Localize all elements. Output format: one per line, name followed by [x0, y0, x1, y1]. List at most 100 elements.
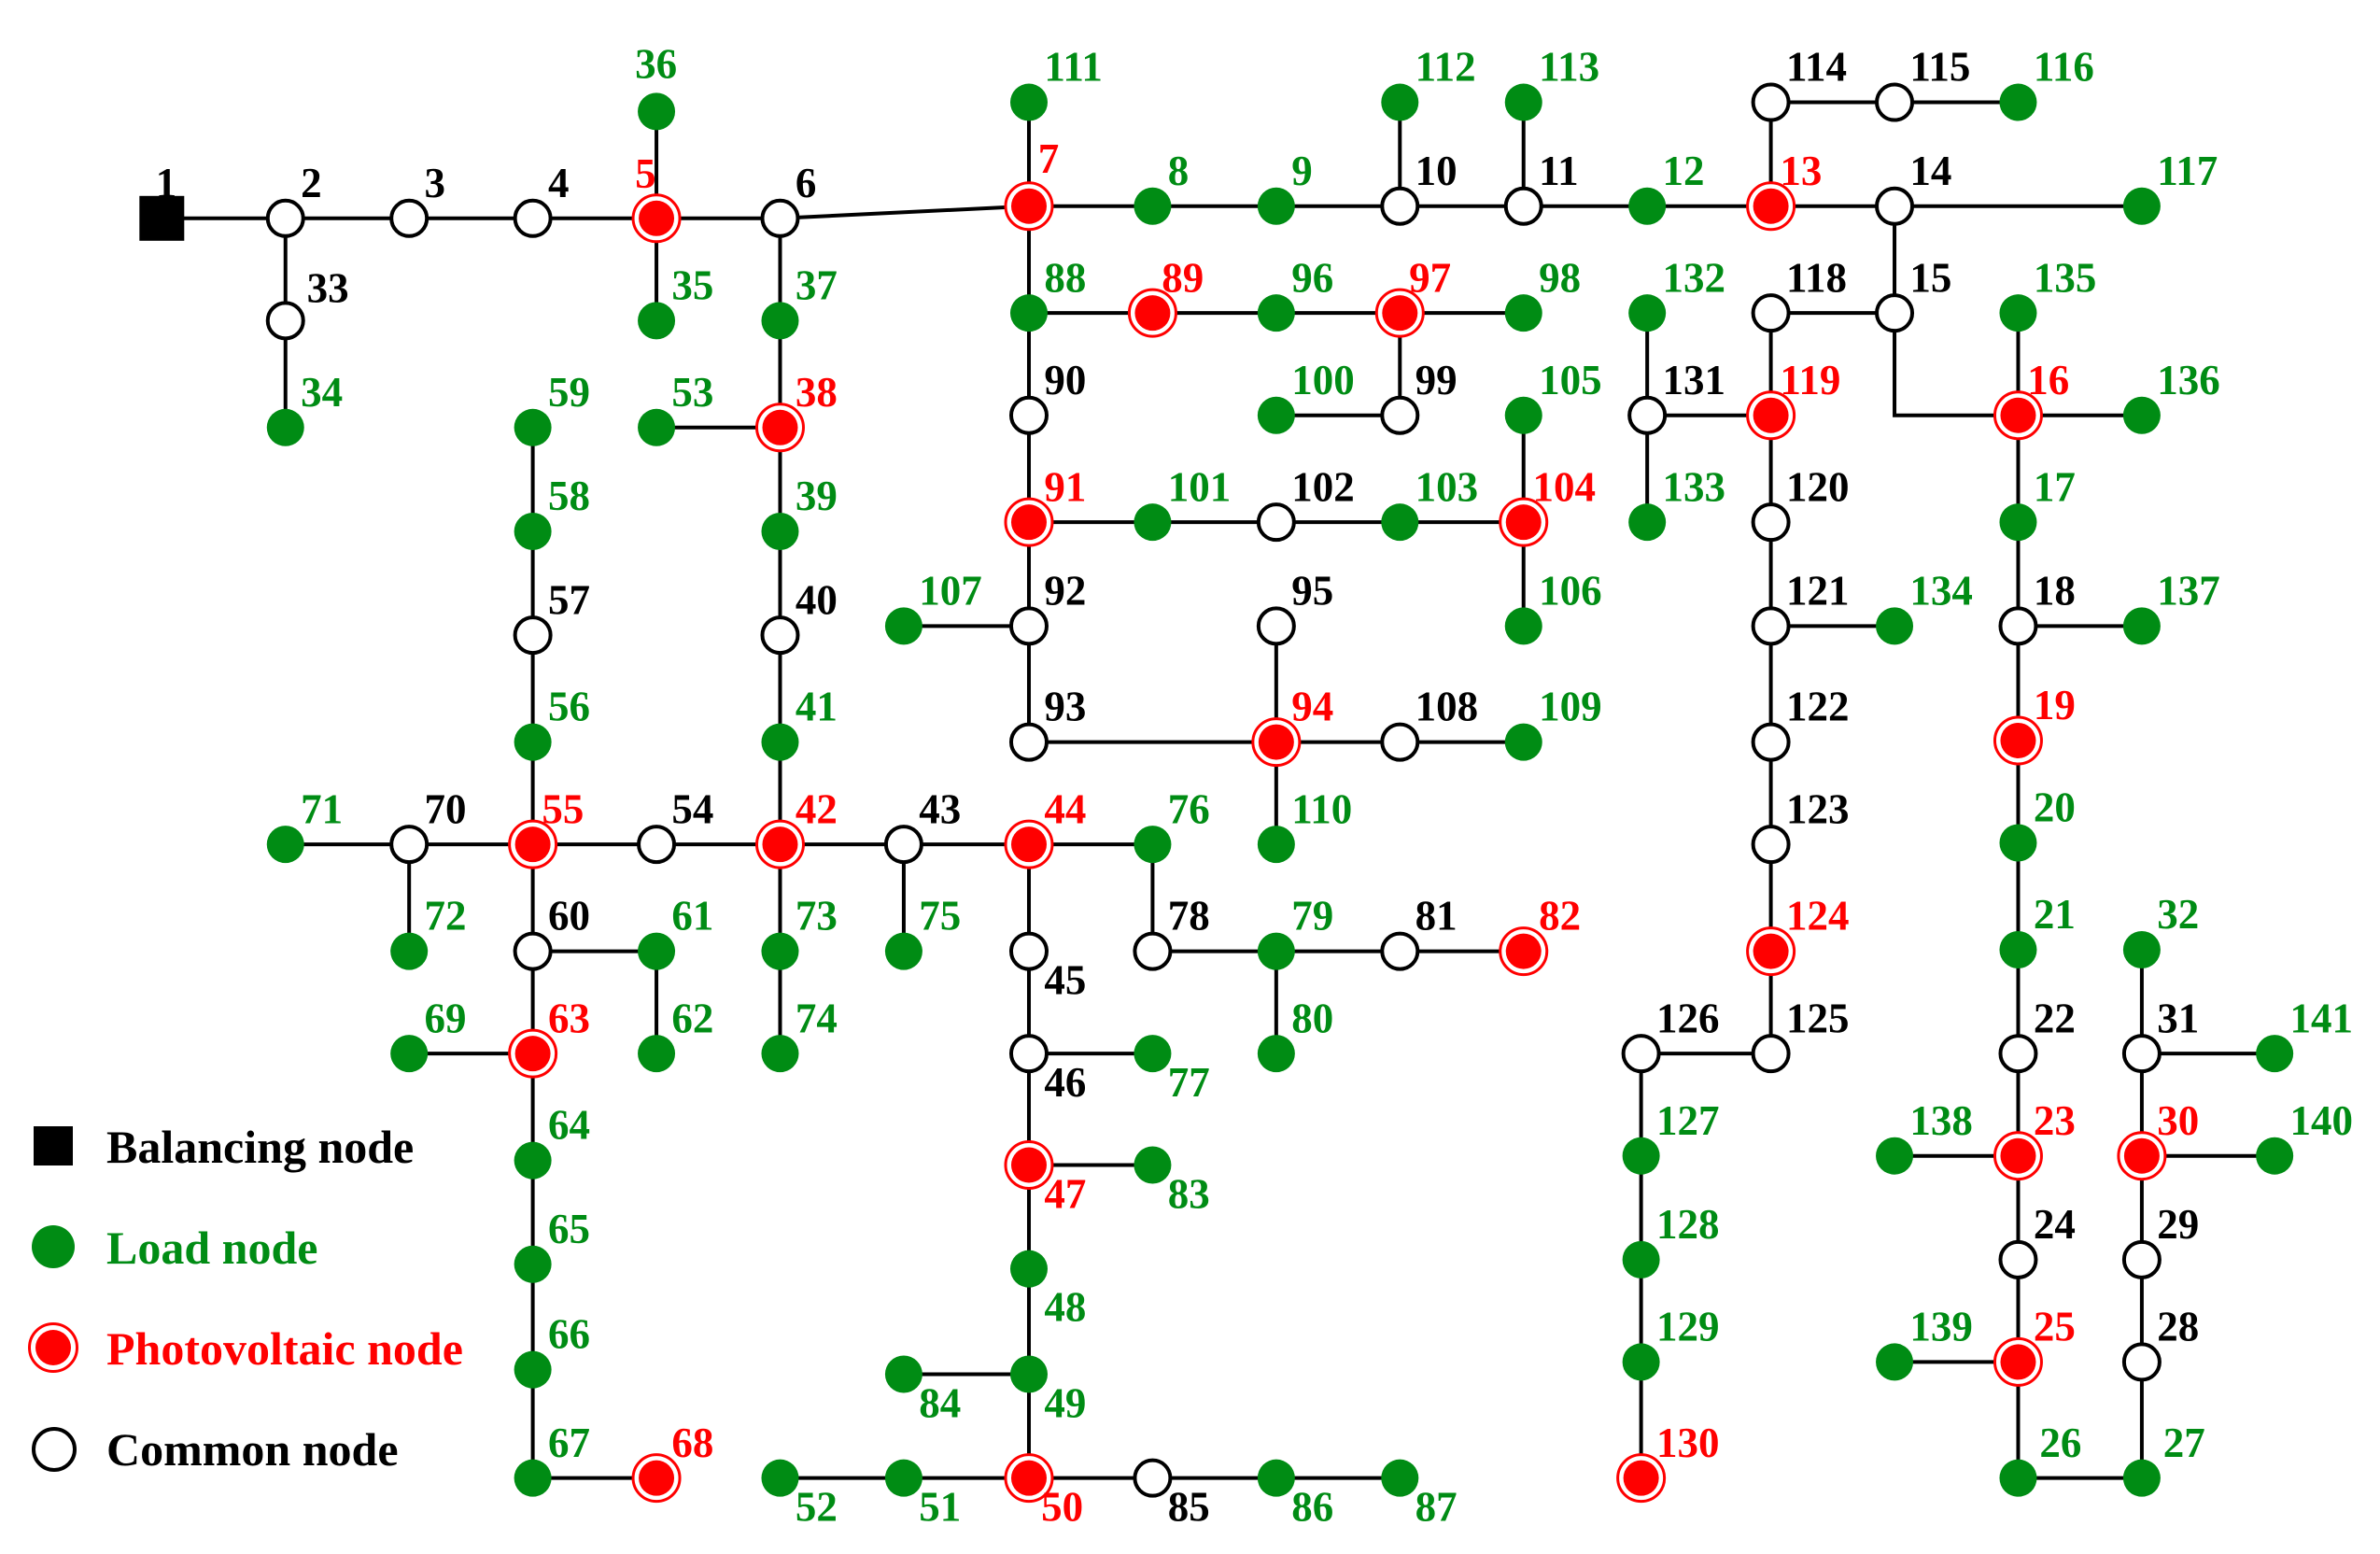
node-125	[1751, 1034, 1791, 1074]
node-135	[1999, 294, 2037, 332]
node-49	[1009, 1355, 1048, 1393]
node-label-99: 99	[1415, 357, 1458, 403]
node-label-67: 67	[548, 1420, 590, 1466]
node-label-136: 136	[2157, 357, 2220, 403]
node-label-37: 37	[796, 261, 838, 308]
node-101	[1134, 503, 1172, 542]
legend-common-label: Common node	[106, 1423, 399, 1476]
node-label-78: 78	[1168, 893, 1210, 939]
node-label-93: 93	[1044, 684, 1086, 730]
node-label-63: 63	[548, 995, 590, 1041]
node-31	[2121, 1034, 2162, 1074]
node-label-16: 16	[2027, 357, 2069, 403]
photovoltaic-node-icon	[26, 1321, 82, 1377]
node-79	[1257, 932, 1295, 970]
node-65	[514, 1245, 552, 1283]
node-118	[1751, 293, 1791, 333]
node-label-28: 28	[2157, 1304, 2199, 1350]
node-label-15: 15	[1909, 254, 1951, 301]
node-104	[1499, 497, 1549, 547]
node-120	[1751, 502, 1791, 543]
node-6	[760, 198, 800, 238]
node-83	[1134, 1146, 1172, 1184]
node-label-22: 22	[2034, 995, 2076, 1041]
node-76	[1134, 826, 1172, 864]
node-label-65: 65	[548, 1206, 590, 1252]
node-label-30: 30	[2157, 1097, 2199, 1144]
node-2	[265, 198, 305, 238]
node-94	[1251, 717, 1302, 768]
node-label-38: 38	[796, 369, 838, 416]
node-label-107: 107	[919, 567, 982, 614]
node-label-1: 1	[156, 160, 177, 206]
node-87	[1381, 1459, 1419, 1497]
node-label-140: 140	[2290, 1097, 2354, 1144]
node-label-47: 47	[1044, 1170, 1086, 1217]
node-98	[1504, 294, 1542, 332]
node-label-34: 34	[301, 369, 343, 416]
node-34	[266, 408, 304, 446]
node-17	[1999, 503, 2037, 542]
node-131	[1627, 395, 1668, 435]
edge-6-7	[780, 204, 1030, 220]
node-128	[1622, 1240, 1660, 1279]
node-label-96: 96	[1291, 254, 1333, 301]
node-label-118: 118	[1786, 254, 1847, 301]
node-18	[1998, 606, 2038, 646]
node-label-109: 109	[1539, 684, 1602, 730]
node-label-135: 135	[2034, 254, 2097, 301]
node-label-48: 48	[1044, 1283, 1086, 1330]
node-label-88: 88	[1044, 254, 1086, 301]
node-label-29: 29	[2157, 1201, 2199, 1248]
node-label-27: 27	[2163, 1420, 2205, 1466]
node-44	[1004, 819, 1054, 869]
node-label-23: 23	[2034, 1097, 2076, 1144]
node-label-41: 41	[796, 684, 838, 730]
node-label-130: 130	[1656, 1420, 1720, 1466]
node-label-80: 80	[1291, 995, 1333, 1041]
node-label-120: 120	[1786, 463, 1850, 510]
node-78	[1133, 931, 1173, 971]
node-3	[389, 198, 430, 238]
node-label-138: 138	[1909, 1097, 1973, 1144]
node-90	[1008, 395, 1049, 435]
node-89	[1127, 288, 1177, 338]
legend-pv-label: Photovoltaic node	[106, 1322, 463, 1375]
edge-15-16	[1893, 313, 2019, 417]
node-label-106: 106	[1539, 567, 1602, 614]
node-label-55: 55	[542, 785, 584, 832]
node-label-61: 61	[671, 893, 713, 939]
node-37	[761, 302, 799, 340]
node-121	[1751, 606, 1791, 646]
node-label-53: 53	[671, 369, 713, 416]
node-107	[884, 607, 922, 645]
node-label-124: 124	[1786, 893, 1850, 939]
node-92	[1008, 606, 1049, 646]
node-label-85: 85	[1168, 1483, 1210, 1530]
node-label-4: 4	[548, 160, 570, 206]
node-label-139: 139	[1909, 1304, 1973, 1350]
node-label-46: 46	[1044, 1059, 1086, 1106]
node-label-102: 102	[1291, 463, 1355, 510]
node-56	[514, 723, 552, 761]
node-label-70: 70	[425, 785, 467, 832]
node-102	[1256, 502, 1296, 543]
node-label-137: 137	[2157, 567, 2220, 614]
node-96	[1257, 294, 1295, 332]
node-45	[1008, 931, 1049, 971]
node-68	[631, 1453, 682, 1504]
node-label-121: 121	[1786, 567, 1850, 614]
node-label-2: 2	[301, 160, 322, 206]
node-label-113: 113	[1539, 44, 1599, 91]
node-63	[508, 1028, 558, 1079]
node-32	[2122, 930, 2161, 968]
node-label-35: 35	[671, 261, 713, 308]
node-label-129: 129	[1656, 1304, 1720, 1350]
node-117	[2122, 187, 2161, 225]
node-14	[1875, 186, 1915, 226]
node-label-5: 5	[635, 150, 656, 197]
node-64	[514, 1141, 552, 1180]
node-27	[2122, 1459, 2161, 1497]
node-23	[1993, 1131, 2043, 1181]
node-label-81: 81	[1415, 893, 1458, 939]
